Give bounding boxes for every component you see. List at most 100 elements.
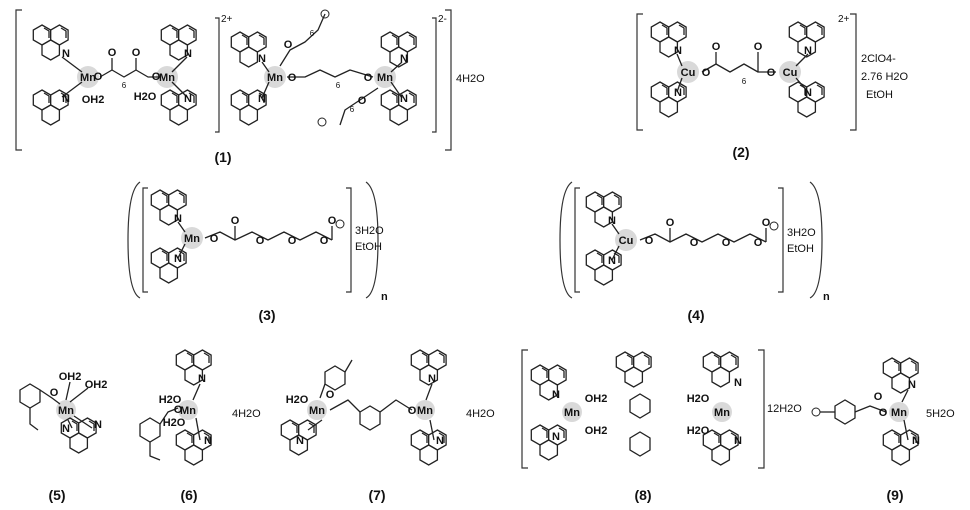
solvent-label: 4H2O [466,408,495,420]
o-atom: O [690,237,699,249]
o-atom: O [702,67,711,79]
n-atom: N [804,45,812,57]
n-atom: N [184,48,192,60]
bracket-left [15,9,22,151]
n-atom: N [296,435,304,447]
mn-atom: Mn [564,407,580,419]
cation-charge: 2+ [221,14,233,25]
n-atom: N [184,93,192,105]
compound-label: (6) [180,487,197,503]
chain-index: 6 [310,29,315,38]
solvent-label: 3H2O [787,227,816,239]
bracket-anion [432,17,437,133]
charge: 2+ [838,14,850,25]
compound-8: Mn Mn OH2 OH2 H2O H2O N N N N 12H2O (8) [521,349,802,503]
compound-label: (3) [258,307,275,323]
solvent-label: 2.76 H2O [861,71,909,83]
mn-atom: Mn [309,405,325,417]
n-atom: N [174,253,182,265]
o-atom: O [754,237,763,249]
o-atom: O [320,235,329,247]
compound-9: Mn O O N N 5H2O (9) [811,357,955,503]
o-atom: O [645,235,654,247]
bracket-left [521,349,528,469]
o-atom: O [722,237,731,249]
o-atom: O [754,41,763,53]
n-atom: N [734,377,742,389]
anion-charge: 2- [438,14,447,25]
o-atom: O [256,235,265,247]
compound-2: Cu Cu O O O O N N N N 6 2+ 2ClO4- 2.76 H… [636,13,909,160]
bracket-left [142,187,148,293]
mn-atom: Mn [417,405,433,417]
o-atom: O [767,67,776,79]
water-ligand: H2O [134,91,157,103]
n-atom: N [174,213,182,225]
o-atom: O [666,217,675,229]
chain-index: 6 [742,77,747,86]
bracket-right [778,187,784,293]
cu-atom: Cu [783,67,798,79]
solvent-label: 4H2O [232,408,261,420]
o-atom: O [288,72,297,84]
solvent-label-2: EtOH [787,243,814,255]
o-atom: O [132,47,141,59]
chain-index: 6 [336,81,341,90]
solvent-label-2: EtOH [355,241,382,253]
o-atom: O [288,235,297,247]
counter-ion-label: 2ClO4- [861,53,896,65]
o-atom: O [94,71,103,83]
o-atom: O [50,387,59,399]
water-ligand: H2O [159,394,182,406]
cu-atom: Cu [681,67,696,79]
bracket-left [574,187,580,293]
o-atom: O [874,391,883,403]
n-atom: N [400,93,408,105]
mn-atom: Mn [714,407,730,419]
solvent-label: 3H2O [355,225,384,237]
n-atom: N [674,87,682,99]
compound-label: (9) [886,487,903,503]
n-atom: N [912,435,920,447]
water-ligand: OH2 [59,371,82,383]
water-ligand: OH2 [85,379,108,391]
mn-atom: Mn [180,405,196,417]
solvent-label: 12H2O [767,403,802,415]
bracket-right [346,187,352,293]
n-atom: N [62,423,70,435]
o-atom: O [108,47,117,59]
chain-index: 6 [122,81,127,90]
water-ligand: H2O [687,393,710,405]
n-atom: N [436,435,444,447]
o-atom: O [364,72,373,84]
n-atom: N [908,379,916,391]
o-atom: O [879,407,888,419]
water-ligand: OH2 [585,393,608,405]
n-atom: N [552,431,560,443]
n-atom: N [94,419,102,431]
o-atom: O [408,405,417,417]
o-atom: O [284,39,293,51]
water-ligand: H2O [163,417,186,429]
n-atom: N [804,87,812,99]
mn-atom: Mn [891,407,907,419]
o-atom: O [762,217,771,229]
compound-4: Cu O O O O O O N N 3H2O EtOH n (4) [559,181,830,323]
n-atom: N [734,435,742,447]
mn-atom: Mn [377,72,393,84]
bracket-right [850,13,857,131]
n-atom: N [400,53,408,65]
o-atom: O [326,389,335,401]
compound-3: Mn O O O O O O N N 3H2O EtOH n (3) [127,181,388,323]
solvent-label: 4H2O [456,73,485,85]
chain-index: 6 [350,105,355,114]
n-atom: N [258,53,266,65]
compound-label: (4) [687,307,704,323]
n-atom: N [608,215,616,227]
o-atom: O [358,95,367,107]
compound-label: (7) [368,487,385,503]
compound-label: (1) [214,149,231,165]
o-atom: O [231,215,240,227]
compound-1: Mn Mn O O O O N N N N OH2 H2O 6 2+ Mn Mn… [15,9,485,165]
